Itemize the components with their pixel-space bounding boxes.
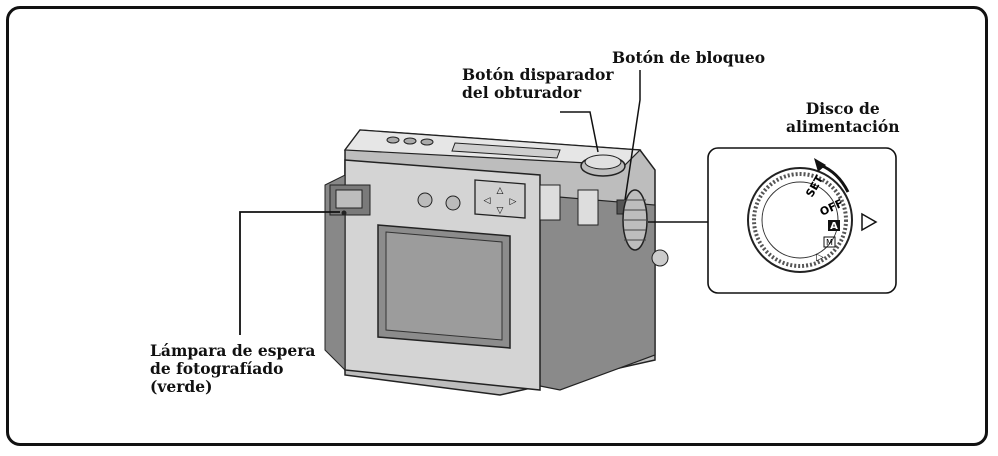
dpad-up-icon: △: [497, 186, 504, 196]
top-button-2: [403, 137, 417, 145]
shutter-button-top: [584, 154, 622, 170]
shutter-leader-line: [560, 111, 599, 153]
dpad-left-icon: ◁: [484, 196, 491, 206]
viewfinder-glass: [335, 189, 363, 209]
top-lcd-panel: [451, 142, 561, 159]
dial-arrow-head-icon: [814, 158, 826, 172]
dial-mark-manual: M: [826, 238, 833, 247]
dial-mark-playback-icon: ▷: [816, 252, 824, 263]
front-button-1: [417, 192, 433, 208]
slider-right: [577, 189, 599, 226]
lock-leader-line: [624, 70, 641, 201]
standby-lamp-label: Lámpara de espera de fotografíado (verde…: [150, 341, 316, 396]
lcd-screen-inner: [385, 231, 503, 341]
dial-mark-auto-box: [828, 220, 840, 231]
top-button-1: [386, 136, 400, 144]
dial-mark-auto: A: [830, 221, 838, 232]
power-dial-label: Disco de alimentación: [786, 99, 900, 136]
dial-mark-manual-box: [823, 236, 836, 248]
standby-lamp-dot: [341, 210, 347, 216]
shutter-button-label: Botón disparador del obturador: [462, 65, 614, 102]
dpad-right-icon: ▷: [510, 197, 517, 207]
dpad-down-icon: ▽: [497, 206, 504, 216]
direction-pad: [474, 179, 526, 219]
front-button-2: [445, 195, 461, 211]
dial-index-triangle-icon: [861, 212, 878, 232]
strap-lug: [651, 249, 669, 267]
dial-detail-knurl: [752, 172, 848, 268]
lamp-leader-line: [239, 211, 340, 335]
top-button-3: [420, 138, 434, 146]
lock-button-label: Botón de bloqueo: [612, 48, 766, 67]
camera-left-side: [324, 174, 346, 372]
slider-left: [539, 184, 561, 221]
